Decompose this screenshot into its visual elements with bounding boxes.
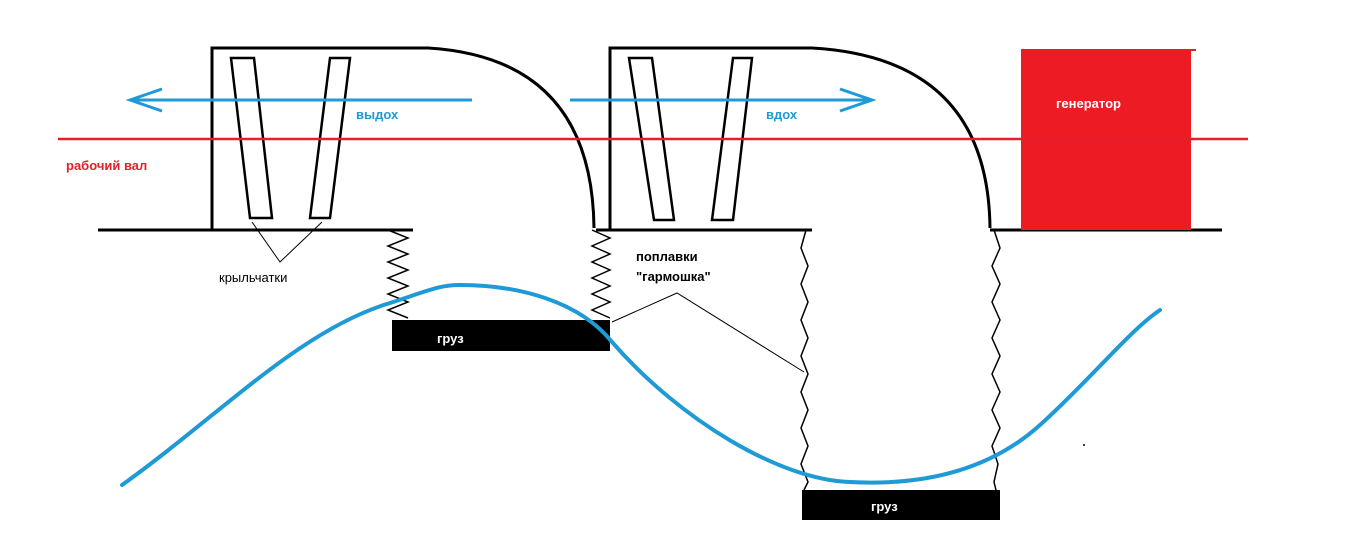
floats-leader — [611, 292, 805, 373]
inhale-label: вдох — [766, 107, 798, 122]
floats-label-line1: поплавки — [636, 249, 698, 264]
inhale-arrow — [570, 87, 877, 113]
generator-label: генератор — [1056, 96, 1121, 111]
exhale-arrow — [125, 87, 472, 113]
impellers-leader — [251, 221, 323, 263]
accordion-float-1 — [385, 229, 411, 319]
wave-curve — [120, 282, 1162, 487]
weight-right-label: груз — [871, 499, 898, 514]
impeller-4 — [710, 56, 754, 222]
impellers-label: крыльчатки — [219, 270, 287, 285]
exhale-label: выдох — [356, 107, 399, 122]
weight-left-block — [392, 320, 610, 351]
accordion-float-3 — [800, 229, 809, 491]
stray-dot — [1083, 444, 1085, 446]
impeller-2 — [308, 56, 352, 220]
working-shaft-label: рабочий вал — [66, 158, 147, 173]
floats-label-line2: "гармошка" — [636, 269, 711, 284]
left-turbine-housing — [210, 46, 596, 230]
impeller-3 — [627, 56, 676, 222]
right-turbine-housing — [608, 46, 992, 230]
impellers — [229, 56, 754, 222]
impeller-1 — [229, 56, 274, 220]
weight-right-block — [802, 490, 1000, 520]
accordion-float-2 — [590, 229, 612, 319]
accordion-float-4 — [991, 229, 1001, 491]
weight-left-label: груз — [437, 331, 464, 346]
leader-lines — [251, 221, 805, 373]
